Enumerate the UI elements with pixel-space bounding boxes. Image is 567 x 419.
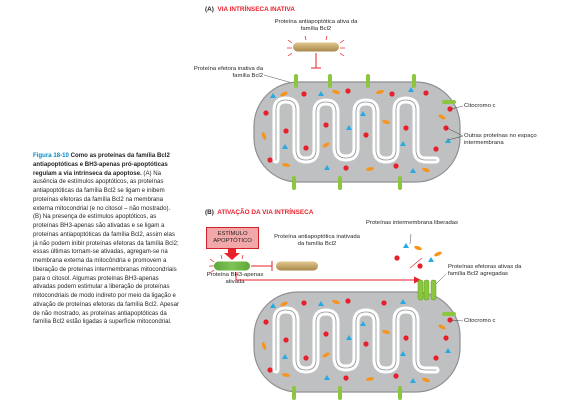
panel-b-anti-inactive-label: Proteína antiapoptótica inativada da fam… (274, 234, 360, 247)
panel-b-released-label: Proteínas intermembrana liberadas (366, 220, 459, 226)
bh3-inhibition-bar (251, 261, 273, 271)
panel-a-title: VIA INTRÍNSECA INATIVA (217, 6, 295, 13)
figure-number: Figura 18-10 (33, 152, 69, 159)
panel-a-letter: (A) (205, 6, 214, 13)
cytochrome-c-dots-a (263, 88, 453, 171)
effector-proteins-b (292, 312, 456, 400)
panel-a-header: (A) VIA INTRÍNSECA INATIVA (205, 6, 295, 13)
panel-b-header: (B) ATIVAÇÃO DA VIA INTRÍNSECA (205, 209, 313, 216)
mitochondrion-b (253, 291, 461, 393)
anti-apoptotic-active-protein (287, 35, 345, 57)
panel-b-effector-active-label: Proteínas efetoras ativas da família Bcl… (448, 264, 522, 277)
effector-aggregate-pore (417, 279, 437, 301)
stimulus-arrow (224, 249, 240, 260)
anti-apoptotic-inactive-protein (276, 261, 318, 271)
panel-b-bh3-label: Proteína BH3-apenas ativada (206, 272, 264, 285)
inhibition-bar (311, 53, 321, 69)
apoptotic-stimulus-box: ESTÍMULO APOPTÓTICO (206, 227, 259, 249)
bh3-only-protein (209, 254, 250, 274)
mitochondrion-a (253, 81, 461, 183)
panel-a-cytc-label: Citocromo c (464, 103, 496, 109)
panel-b-title: ATIVAÇÃO DA VIA INTRÍNSECA (217, 209, 314, 216)
figure-caption: Figura 18-10 Como as proteínas da famíli… (33, 152, 179, 327)
intermembrane-blue-a (270, 87, 451, 173)
cytochrome-c-dots-b (263, 298, 453, 381)
panel-b-letter: (B) (205, 209, 214, 216)
activation-arrow (235, 272, 421, 284)
panel-b-leaders (409, 233, 464, 322)
panel-a-other-label: Outras proteínas no espaço intermembrana (464, 133, 537, 146)
intermembrane-blue-b (270, 299, 451, 383)
panel-a-effector-label: Proteína efetora inativa da família Bcl2 (193, 66, 263, 79)
panel-a-leaders (446, 105, 464, 141)
effector-proteins-a (292, 74, 456, 190)
panel-a-anti-label: Proteína antiapoptótica ativa da família… (274, 19, 358, 32)
panel-b-diagram (209, 233, 464, 400)
panel-b-cytc-label: Citocromo c (464, 318, 496, 324)
intermembrane-orange-a (261, 89, 446, 173)
caption-body: (A) Na ausência de estímulos apoptóticos… (33, 169, 179, 326)
figure-title: Como as proteínas da família Bcl2 antiap… (33, 152, 170, 177)
released-proteins (394, 243, 442, 269)
intermembrane-orange-b (261, 299, 446, 383)
panel-a-diagram (253, 35, 464, 190)
